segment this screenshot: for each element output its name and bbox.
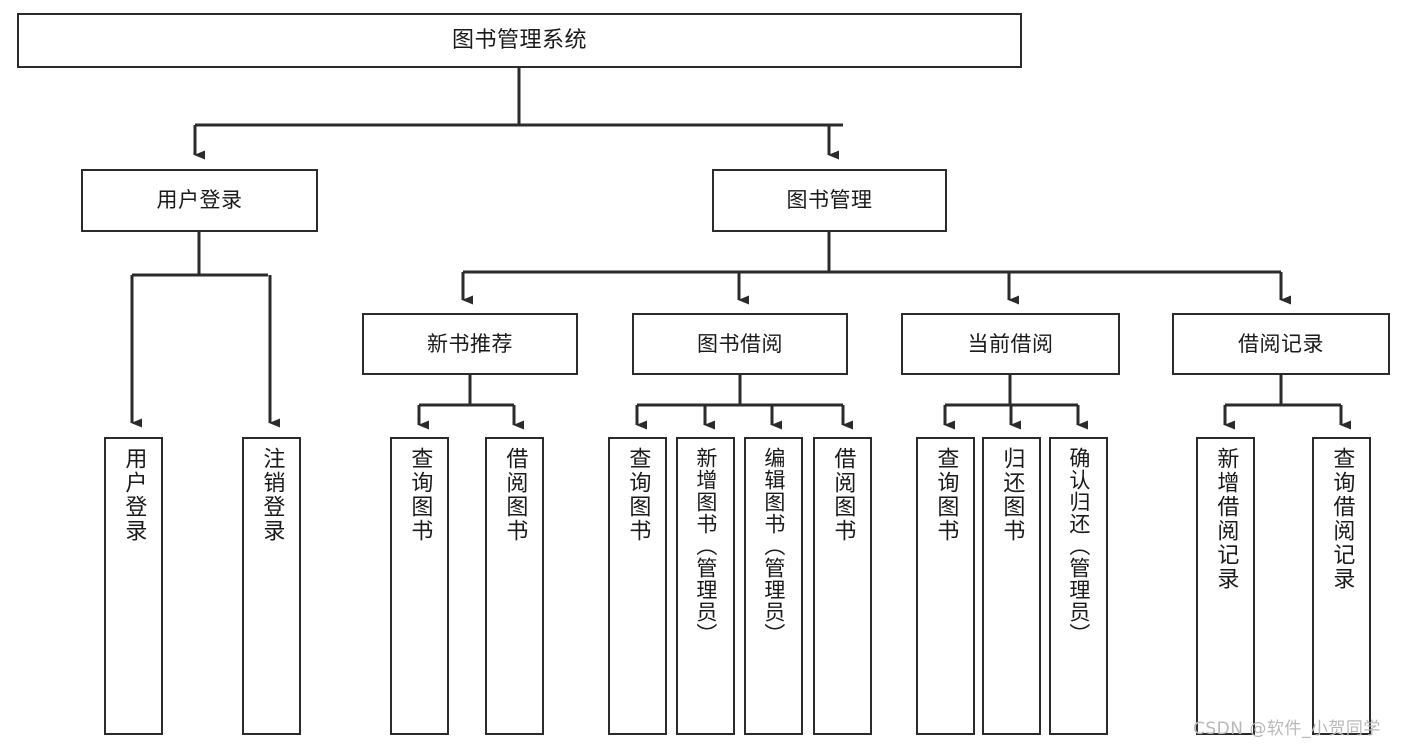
node-label: 查询图书 [625,447,651,543]
node-leaf-add-book[interactable]: 新增图书（管理员） [676,437,735,735]
node-leaf-query-record[interactable]: 查询借阅记录 [1312,437,1371,735]
node-leaf-query-book-1[interactable]: 查询图书 [390,437,449,735]
node-label: 新书推荐 [427,331,513,356]
watermark-csdn: CSDN @软件_小贺同学 [1193,719,1381,739]
node-label: 图书借阅 [697,331,783,356]
node-leaf-query-book-3[interactable]: 查询图书 [916,437,975,735]
node-leaf-edit-book[interactable]: 编辑图书（管理员） [744,437,803,735]
node-leaf-confirm-return[interactable]: 确认归还（管理员） [1049,437,1108,735]
node-current-borrow[interactable]: 当前借阅 [901,313,1120,375]
node-label: 确认归还（管理员） [1066,447,1091,645]
node-user-login[interactable]: 用户登录 [81,169,318,232]
node-root-book-management-system[interactable]: 图书管理系统 [17,13,1022,68]
node-leaf-add-record[interactable]: 新增借阅记录 [1196,437,1255,735]
node-label: 图书管理系统 [451,27,587,53]
node-label: 用户登录 [156,188,243,213]
node-leaf-borrow-book-2[interactable]: 借阅图书 [813,437,872,735]
node-label: 当前借阅 [967,331,1054,356]
node-new-book-recommend[interactable]: 新书推荐 [362,313,578,375]
node-label: 新增借阅记录 [1213,447,1239,591]
node-leaf-user-logout[interactable]: 注销登录 [242,437,301,735]
node-label: 借阅图书 [502,447,528,543]
node-book-management[interactable]: 图书管理 [712,169,947,232]
node-leaf-borrow-book-1[interactable]: 借阅图书 [485,437,544,735]
node-book-borrow[interactable]: 图书借阅 [632,313,848,375]
node-label: 借阅记录 [1238,331,1324,356]
node-label: 用户登录 [121,447,147,543]
node-label: 图书管理 [786,188,873,213]
node-leaf-query-book-2[interactable]: 查询图书 [608,437,667,735]
node-label: 查询图书 [933,447,959,543]
node-label: 新增图书（管理员） [693,447,718,645]
node-label: 查询借阅记录 [1329,447,1355,591]
node-label: 借阅图书 [830,447,856,543]
node-label: 查询图书 [407,447,433,543]
node-leaf-return-book[interactable]: 归还图书 [982,437,1041,735]
node-borrow-record[interactable]: 借阅记录 [1172,313,1390,375]
node-label: 归还图书 [999,447,1025,543]
node-label: 注销登录 [259,447,285,543]
node-leaf-user-login[interactable]: 用户登录 [104,437,163,735]
node-label: 编辑图书（管理员） [761,447,786,645]
